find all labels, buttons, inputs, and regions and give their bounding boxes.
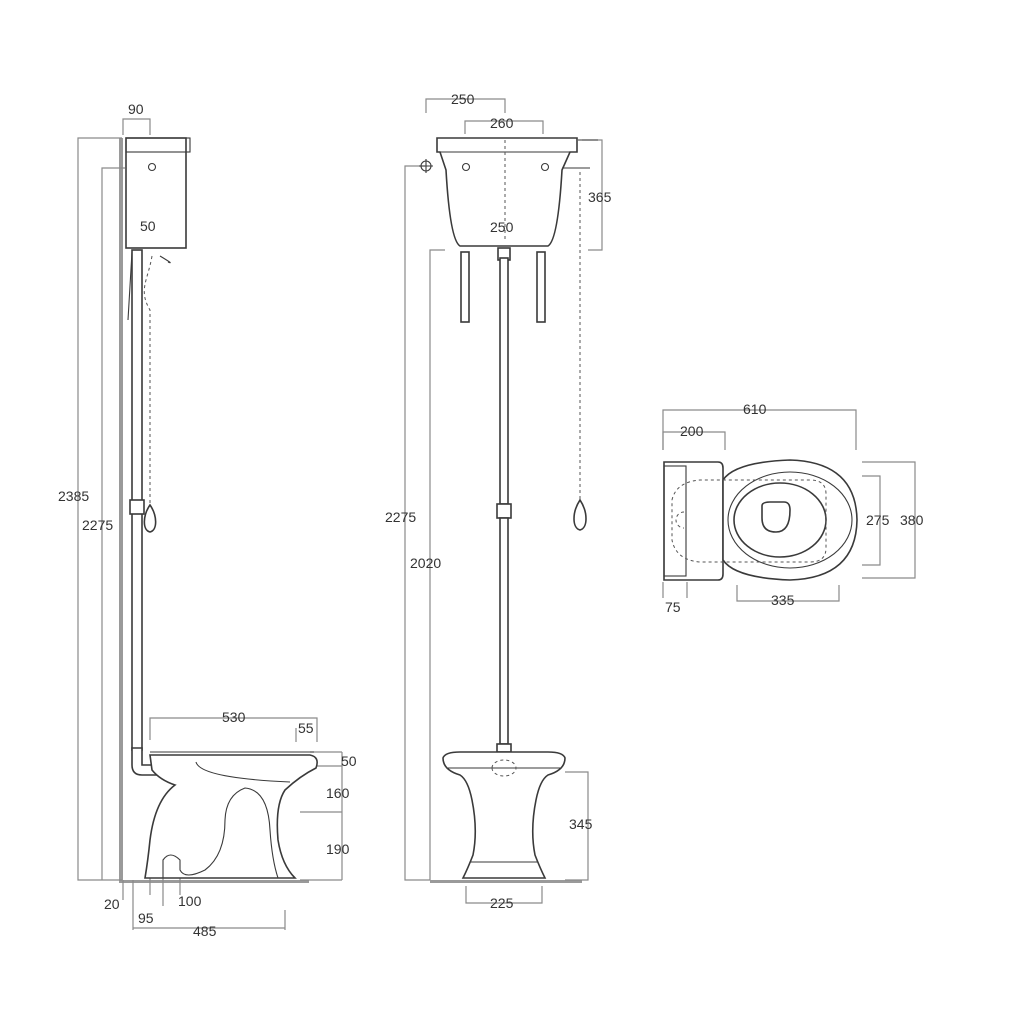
label-tank-height: 365 bbox=[588, 189, 612, 205]
floor-side bbox=[119, 880, 309, 883]
wall bbox=[119, 138, 123, 882]
flush-pipe-upper bbox=[499, 257, 509, 505]
label-seat-width: 275 bbox=[866, 512, 890, 528]
dim-seat-width bbox=[862, 475, 881, 566]
pull-chain-side bbox=[143, 255, 153, 505]
label-bowl-height: 345 bbox=[569, 816, 593, 832]
label-overall-height-side: 2385 bbox=[58, 488, 89, 504]
support-bracket-left bbox=[460, 251, 470, 323]
rear-block-top bbox=[663, 461, 724, 581]
dim-overall-width bbox=[862, 461, 916, 579]
bowl-side-profile bbox=[144, 754, 318, 879]
cistern-hole-left bbox=[461, 162, 471, 172]
cistern-lid bbox=[125, 137, 191, 153]
label-bowl-opening: 335 bbox=[771, 592, 795, 608]
label-rear-offset: 75 bbox=[665, 599, 681, 615]
bowl-inlet-circle bbox=[491, 759, 517, 777]
dim-bowl-opening bbox=[736, 585, 840, 602]
cistern-fixing-hole bbox=[147, 162, 157, 172]
label-projection: 485 bbox=[193, 923, 217, 939]
dim-bracket-spacing bbox=[425, 98, 506, 113]
chain-pull-handle-side bbox=[143, 503, 157, 533]
dim-overall-height-front bbox=[404, 165, 430, 881]
label-tank-bottom-front: 2020 bbox=[410, 555, 441, 571]
dim-bowl-length bbox=[149, 717, 318, 742]
dim-overall-height-side bbox=[77, 137, 122, 881]
dim-tank-depth bbox=[122, 118, 151, 135]
label-rim-overhang: 55 bbox=[298, 720, 314, 736]
dim-bottom-side bbox=[122, 855, 286, 930]
label-bracket-spacing: 250 bbox=[451, 91, 475, 107]
support-bracket-right bbox=[536, 251, 546, 323]
front-view: 250 260 365 250 2275 2020 345 225 bbox=[385, 91, 612, 911]
label-bowl-length: 530 bbox=[222, 709, 246, 725]
floor-front bbox=[430, 880, 582, 883]
dim-rear-depth bbox=[662, 431, 726, 450]
dim-bowl-heights bbox=[300, 751, 343, 881]
hidden-pan-outline bbox=[671, 479, 827, 563]
label-outlet-offset: 95 bbox=[138, 910, 154, 926]
label-bowl-upper: 160 bbox=[326, 785, 350, 801]
side-view: 90 2385 2275 50 530 55 50 160 190 20 100… bbox=[58, 101, 357, 939]
label-rear-depth: 200 bbox=[680, 423, 704, 439]
bowl-front bbox=[442, 751, 566, 879]
dim-bowl-height bbox=[565, 771, 589, 881]
label-tank-inner-width: 250 bbox=[490, 219, 514, 235]
high-level-cistern bbox=[125, 137, 187, 249]
hidden-outlet-outline bbox=[675, 511, 685, 529]
top-view: 610 200 275 380 75 335 bbox=[662, 401, 924, 615]
dim-tank-width bbox=[464, 120, 544, 134]
chain-arm bbox=[562, 139, 598, 169]
label-tank-width: 260 bbox=[490, 115, 514, 131]
bowl-rim-top bbox=[727, 471, 853, 569]
label-tank-depth: 90 bbox=[128, 101, 144, 117]
label-overall-length: 610 bbox=[743, 401, 767, 417]
label-outlet-width: 100 bbox=[178, 893, 202, 909]
dim-base-width bbox=[465, 886, 543, 904]
label-flush-pipe-width: 50 bbox=[140, 218, 156, 234]
dim-overall-length bbox=[662, 409, 857, 450]
label-overall-width: 380 bbox=[900, 512, 924, 528]
cistern-hole-right bbox=[540, 162, 550, 172]
flush-pipe-lower bbox=[499, 517, 509, 745]
bowl-trap-side bbox=[162, 787, 279, 879]
bowl-rim-line bbox=[195, 761, 291, 783]
bowl-water-spot bbox=[761, 501, 791, 533]
pipe-joint-side bbox=[129, 499, 145, 515]
dim-tank-bottom-front bbox=[429, 249, 445, 880]
chain-pull-handle-front bbox=[573, 498, 587, 531]
dim-rear-offset bbox=[662, 582, 688, 598]
pipe-joint-front bbox=[496, 503, 512, 519]
label-overall-height-front: 2275 bbox=[385, 509, 416, 525]
rear-block-inner bbox=[663, 465, 687, 577]
label-tank-bottom-side: 2275 bbox=[82, 517, 113, 533]
label-bowl-lower: 190 bbox=[326, 841, 350, 857]
label-wall-gap: 20 bbox=[104, 896, 120, 912]
wall-fixing-cross bbox=[419, 159, 433, 173]
label-rim-thickness: 50 bbox=[341, 753, 357, 769]
label-base-width: 225 bbox=[490, 895, 514, 911]
dim-tank-bottom-side bbox=[101, 167, 125, 880]
flush-pipe-connector bbox=[496, 743, 512, 753]
